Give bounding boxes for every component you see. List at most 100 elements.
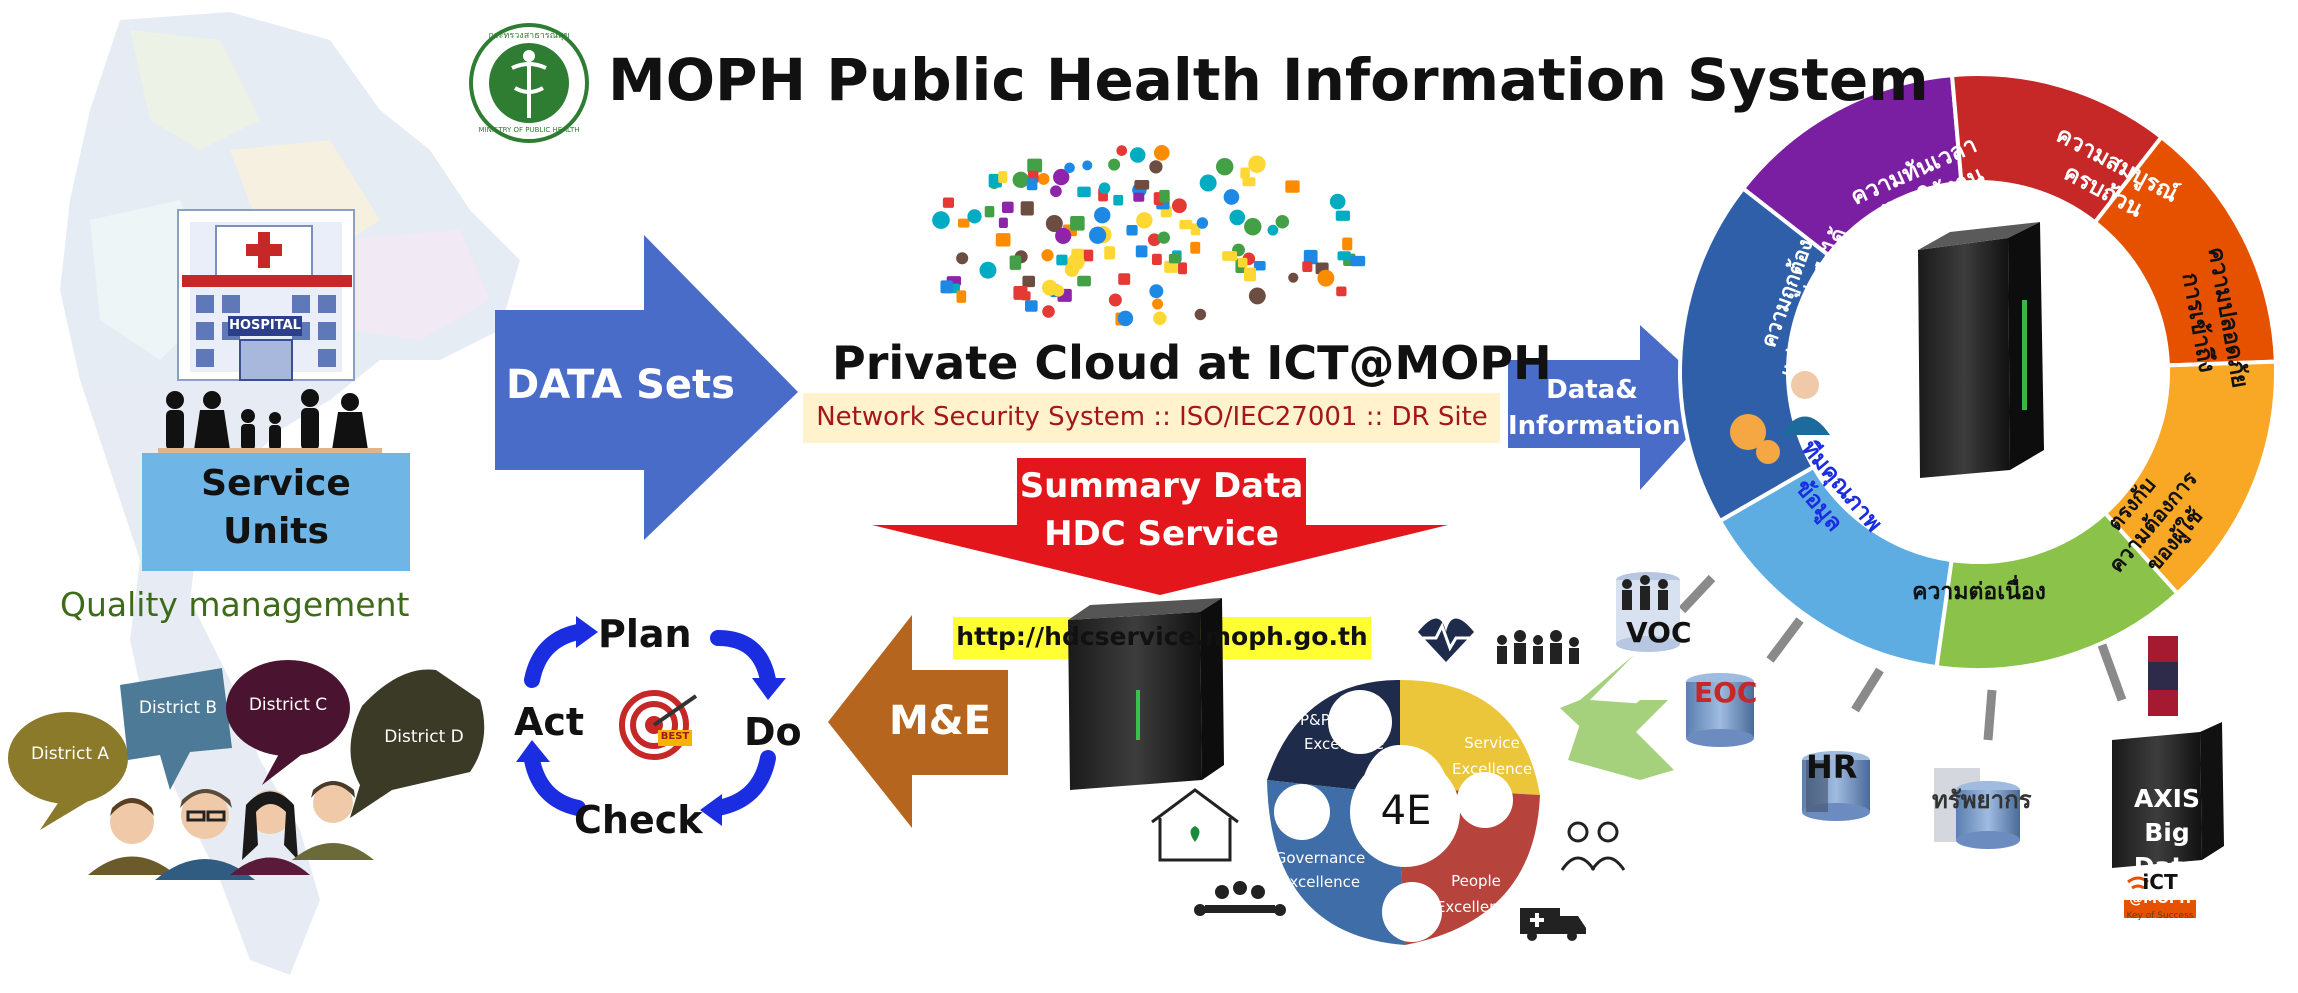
cloud-app-icon (1215, 157, 1234, 176)
summary-data-line2: HDC Service (1044, 514, 1279, 554)
cloud-app-icon (979, 261, 997, 279)
cloud-app-icon (1179, 219, 1193, 230)
cloud-app-icon (1117, 310, 1134, 327)
voc-label: VOC (1626, 616, 1692, 649)
cloud-app-icon (1027, 158, 1043, 173)
cloud-app-icon (1118, 273, 1131, 285)
cloud-app-icon (1064, 162, 1075, 174)
district-b-label: District B (138, 698, 218, 718)
cloud-app-icon (1022, 275, 1036, 288)
cloud-app-icon (1020, 201, 1034, 216)
cloud-app-icon (940, 280, 953, 294)
cloud-app-icon (1196, 217, 1209, 229)
service-units-line2: Units (223, 511, 329, 552)
pdca-check-label: Check (574, 798, 703, 842)
cloud-app-icon (1337, 251, 1351, 261)
axis-line2: Big Data (2133, 818, 2201, 881)
cloud-app-icon (1275, 214, 1290, 229)
cloud-app-icon (1135, 245, 1148, 258)
cloud-app-icon (1194, 308, 1207, 321)
service-units-line1: Service (201, 463, 351, 504)
moph-logo-bottom-text: MINISTRY OF PUBLIC HEALTH (478, 126, 580, 134)
moph-logo-arc-text: กระทรวงสาธารณสุข (488, 31, 570, 41)
cloud-app-icon (1037, 173, 1050, 185)
cloud-app-icon (1244, 267, 1257, 282)
cloud-app-icon (932, 211, 950, 229)
moph-logo-text: กระทรวงสาธารณสุข (471, 28, 587, 42)
data-information-label: Data& Information (1508, 372, 1681, 444)
data-information-arrow (1508, 325, 1722, 490)
data-information-line2: Information (1508, 411, 1681, 441)
cloud-app-icon (1056, 254, 1068, 266)
pdca-plan-label: Plan (598, 612, 692, 656)
cloud-app-icon (1267, 224, 1279, 236)
cloud-app-icon (1077, 275, 1091, 287)
voc-database-icon (1616, 572, 1680, 652)
cloud-app-icon (956, 290, 967, 303)
axis-big-data-server-icon (2112, 636, 2224, 868)
axis-label: AXIS Big Data (2112, 782, 2222, 884)
resources-label: ทรัพยากร (1932, 786, 2032, 814)
service-units-box (142, 453, 410, 571)
district-c-bubble (226, 660, 350, 785)
cloud-app-icon (1159, 189, 1170, 203)
district-b-bubble (120, 668, 232, 790)
axis-line1: AXIS (2134, 784, 2200, 813)
hospital-icon (177, 209, 355, 381)
four-e-pp: P&P Excellence (1296, 708, 1392, 756)
cloud-app-icon (1244, 218, 1262, 236)
data-information-line1: Data& (1546, 375, 1638, 405)
cloud-app-icon (998, 217, 1008, 229)
hdc-url-link[interactable]: http://hdcservice.moph.go.th (956, 622, 1368, 651)
ict-logo-line1: iCT (2142, 870, 2178, 894)
me-label: M&E (888, 698, 991, 744)
cloud-app-icon (1336, 286, 1347, 297)
cloud-app-icon (1126, 224, 1138, 236)
four-e-governance-line1: Governance (1274, 849, 1366, 867)
me-arrow (828, 615, 1008, 828)
cloud-subtitle: Network Security System :: ISO/IEC27001 … (816, 402, 1488, 432)
cloud-app-icon (1041, 279, 1058, 296)
moph-logo (469, 23, 589, 143)
summary-data-line1: Summary Data (1019, 466, 1304, 506)
hospital-sign-label: HOSPITAL (229, 318, 301, 333)
district-bubbles (8, 660, 485, 830)
ict-logo-line2: @MOPH (2129, 891, 2191, 907)
ict-moph-logo (2124, 876, 2196, 918)
four-e-pp-line1: P&P (1300, 711, 1330, 729)
medical-staff-icon (1560, 821, 1626, 871)
cloud-app-icon (1149, 284, 1164, 299)
pdca-act-label: Act (514, 700, 585, 744)
cloud-app-icon (1240, 167, 1250, 179)
cloud-app-icon (1116, 145, 1128, 156)
cloud-app-icon (998, 171, 1008, 183)
cloud-app-icon (1223, 189, 1240, 205)
target-best-label: BEST (660, 731, 690, 742)
cloud-app-icon (1108, 158, 1121, 171)
district-d-label: District D (384, 727, 464, 747)
district-c-label: District C (248, 695, 328, 715)
cloud-app-icon (1053, 168, 1070, 186)
four-e-people-line1: People (1451, 872, 1501, 890)
cloud-app-icon (1168, 253, 1181, 264)
cloud-app-icon (1153, 311, 1167, 326)
cloud-app-icon (1178, 262, 1188, 275)
cloud-app-icon (1164, 260, 1178, 273)
cloud-app-icon (1253, 260, 1266, 271)
district-a-label: District A (30, 744, 110, 764)
district-d-bubble (350, 669, 485, 818)
cloud-app-icon (1055, 227, 1072, 244)
cloud-app-icon (1104, 246, 1115, 260)
district-a-bubble (8, 712, 128, 830)
cloud-app-icon (1088, 226, 1107, 244)
cloud-app-icon (1001, 201, 1014, 213)
source-connector-arrows (1678, 574, 2127, 741)
resources-database-icon (1934, 768, 2020, 849)
cloud-app-icon (1350, 255, 1366, 267)
ring-segment-6 (1677, 185, 1832, 524)
ambulance-icon (1520, 908, 1586, 941)
summary-data-arrow (872, 458, 1448, 595)
cloud-app-icon (1113, 194, 1124, 206)
